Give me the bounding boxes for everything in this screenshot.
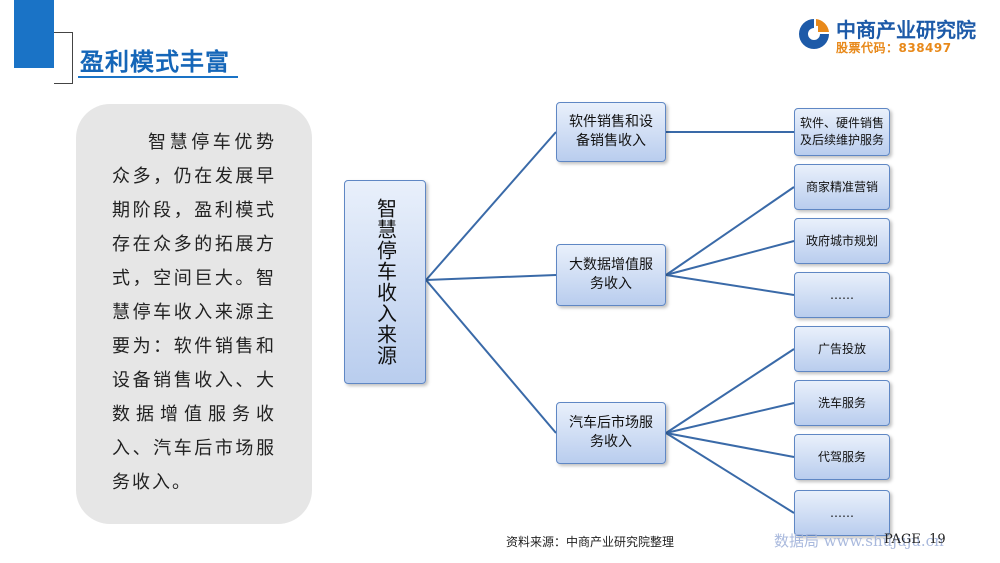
connector-branch-1-leaf-1 — [665, 240, 795, 276]
stock-code: 股票代码：838497 — [836, 41, 952, 55]
leaf-node-precision-marketing: 商家精准营销 — [794, 164, 890, 210]
branch-node-software: 软件销售和设备销售收入 — [556, 102, 666, 162]
header-accent-bar — [14, 0, 54, 68]
company-logo-icon — [799, 19, 829, 49]
branch-node-aftermarket: 汽车后市场服务收入 — [556, 402, 666, 464]
connector-branch-2-leaf-1 — [665, 402, 795, 434]
company-logo: 中商产业研究院 股票代码：838497 — [796, 14, 986, 56]
leaf-node-more-data: …… — [794, 272, 890, 318]
leaf-node-advertising: 广告投放 — [794, 326, 890, 372]
leaf-node-maintenance: 软件、硬件销售及后续维护服务 — [794, 108, 890, 156]
leaf-node-city-planning: 政府城市规划 — [794, 218, 890, 264]
connector-root-branch-2 — [425, 279, 557, 434]
page-number-value: 19 — [929, 532, 946, 547]
connector-root-branch-0 — [425, 131, 557, 281]
branch-node-big-data: 大数据增值服务收入 — [556, 244, 666, 306]
connector-branch-1-leaf-0 — [665, 186, 795, 276]
page-prefix: PAGE — [884, 532, 921, 547]
page-title: 盈利模式丰富 — [80, 48, 230, 76]
connector-branch-2-leaf-2 — [665, 432, 795, 458]
connector-root-branch-1 — [425, 274, 557, 281]
page-number: PAGE 19 — [884, 532, 946, 547]
connector-branch-1-leaf-2 — [665, 274, 795, 296]
leaf-node-car-wash: 洗车服务 — [794, 380, 890, 426]
summary-panel — [76, 104, 312, 524]
leaf-node-more-aftermarket: …… — [794, 490, 890, 536]
connector-branch-2-leaf-3 — [665, 432, 795, 514]
summary-text: 智慧停车优势众多，仍在发展早期阶段，盈利模式存在众多的拓展方式，空间巨大。智慧停… — [112, 132, 276, 493]
footer-watermark: 数据局 www.shujuju.cn — [774, 532, 944, 550]
root-node: 智慧停车收入来源 — [344, 180, 426, 384]
title-frame — [54, 32, 73, 84]
title-underline — [78, 76, 238, 78]
company-name: 中商产业研究院 — [836, 18, 976, 42]
leaf-node-designated-driver: 代驾服务 — [794, 434, 890, 480]
connector-branch-2-leaf-0 — [665, 348, 795, 434]
source-note: 资料来源：中商产业研究院整理 — [506, 535, 675, 549]
